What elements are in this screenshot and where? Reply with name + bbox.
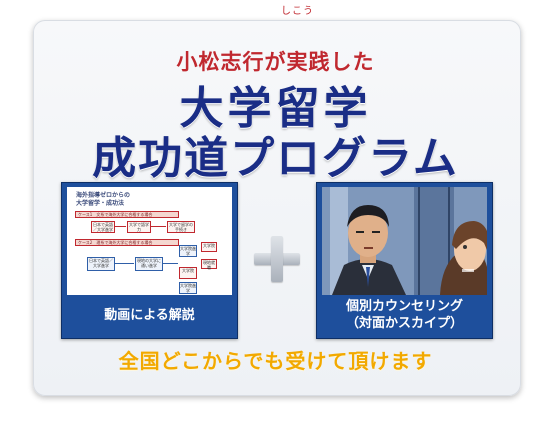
- flow-box: 大学院進学: [179, 282, 197, 294]
- flow-box: 大学院: [179, 267, 197, 279]
- video-caption: 動画による解説: [104, 308, 195, 323]
- flow-box: 現地就職: [201, 259, 217, 270]
- title-line-1: 大学留学: [179, 83, 372, 134]
- counseling-caption: 個別カウンセリング （対面かスカイプ）: [345, 299, 463, 331]
- furigana: しこう: [281, 6, 314, 17]
- video-explanation-panel[interactable]: 海外指導ゼロからの 大学留学・成功法 ケース1 文系で海外大学に合格する場合 日…: [61, 182, 238, 339]
- flow-arrow: [114, 226, 126, 227]
- document-title: 海外指導ゼロからの 大学留学・成功法: [76, 192, 131, 207]
- flow-box: 大学院: [201, 242, 217, 252]
- counseling-panel[interactable]: 個別カウンセリング （対面かスカイプ）: [316, 182, 493, 339]
- availability-note: 全国どこからでも受けて頂けます: [118, 349, 433, 373]
- flow-box: 大学院進学: [179, 245, 197, 257]
- plus-icon: [254, 236, 300, 282]
- flow-box: 大学で語学力: [127, 221, 151, 233]
- case2-bar: ケース2 理系で海外大学に合格する場合: [75, 239, 179, 246]
- flow-box: 日本で英語／大学進学: [91, 221, 115, 233]
- flow-arrow: [150, 226, 166, 227]
- flow-arrow: [162, 263, 178, 264]
- counseling-illustration: [322, 187, 487, 295]
- subtitle: 小松志行が実践した: [176, 50, 375, 74]
- document-thumbnail: 海外指導ゼロからの 大学留学・成功法 ケース1 文系で海外大学に合格する場合 日…: [67, 187, 232, 295]
- case1-bar: ケース1 文系で海外大学に合格する場合: [75, 211, 179, 218]
- flow-box: 日本で英語／大学進学: [87, 257, 115, 271]
- title-line-2: 成功道プログラム: [92, 133, 459, 184]
- flow-box: 現地の大学に通い進学: [135, 257, 163, 271]
- flow-arrow: [114, 263, 134, 264]
- counseling-scene-icon: [322, 187, 487, 295]
- flow-box: 大学で留学の手続き: [167, 221, 195, 233]
